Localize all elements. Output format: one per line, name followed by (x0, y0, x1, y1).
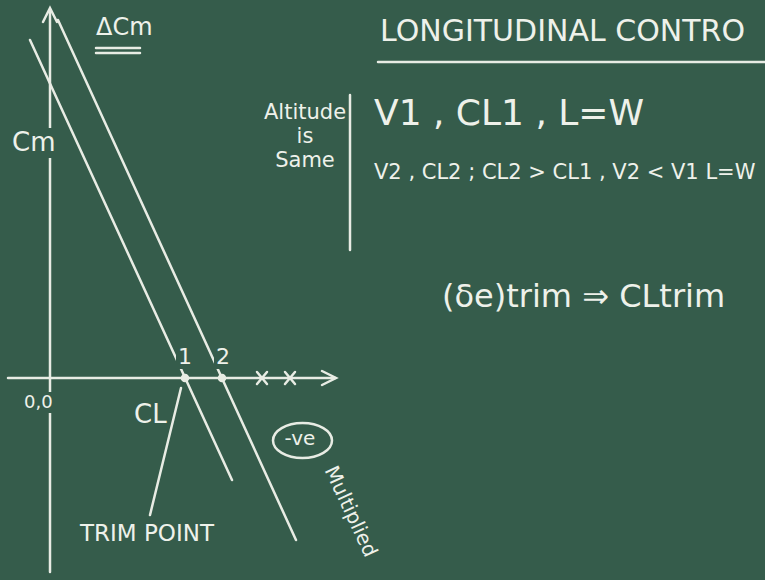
underline (96, 47, 140, 50)
axis-arrow (322, 371, 336, 385)
title-underline (378, 61, 765, 64)
trim-point (219, 375, 225, 381)
separator (349, 95, 352, 250)
point-number: 2 (214, 344, 232, 369)
axis-label: CL (132, 400, 169, 430)
ellipse (273, 423, 332, 458)
axis-arrow (43, 8, 57, 22)
condition-line: V2 , CL2 ; CL2 > CL1 , V2 < V1 L=W (372, 160, 764, 184)
cl-axis (8, 377, 335, 380)
callout-label: Multiplied (319, 461, 383, 563)
cm-line-shifted (58, 20, 296, 540)
board-title: LONGITUDINAL CONTRO (378, 14, 747, 49)
axis-marks (257, 372, 295, 384)
point-number: 1 (176, 344, 194, 369)
note: Altitude is Same (262, 100, 348, 172)
circled-note: -ve (271, 421, 334, 460)
sign-note: -ve (283, 427, 322, 450)
origin-label: 0,0 (22, 392, 55, 413)
cm-axis (49, 10, 52, 572)
trim-point (182, 375, 188, 381)
cm-line (30, 40, 232, 480)
callout-label: TRIM POINT (78, 520, 216, 546)
axis-label: Cm (10, 128, 57, 158)
condition-line: V1 , CL1 , L=W (372, 92, 646, 133)
trim-relation: (δe)trim ⇒ CLtrim (440, 278, 727, 315)
delta-cm-label: ΔCm (94, 14, 155, 42)
underline (96, 52, 140, 55)
